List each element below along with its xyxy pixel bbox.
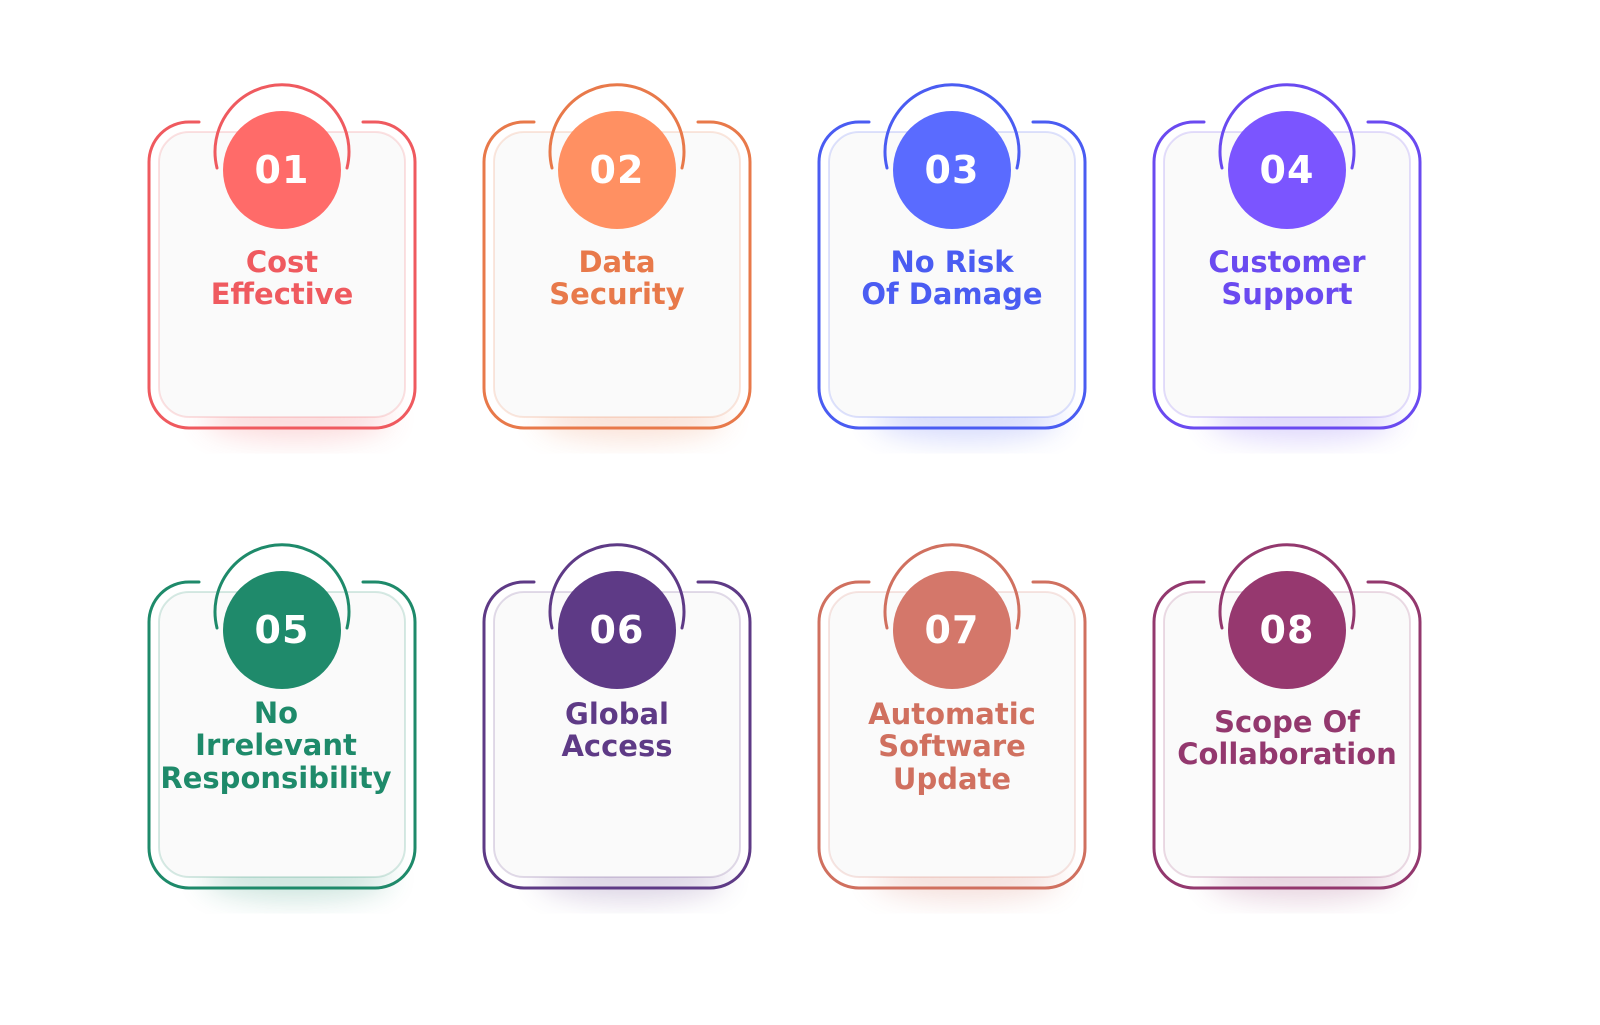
- card-number: 01: [254, 148, 310, 192]
- card-number: 02: [589, 148, 645, 192]
- card-outer-frame: [482, 580, 752, 890]
- number-ring-arc: [1218, 83, 1356, 170]
- card-title: Scope Of Collaboration: [1177, 705, 1397, 772]
- feature-card-03: 03 No Risk Of Damage: [817, 56, 1087, 440]
- card-frame: [482, 83, 752, 440]
- card-frame: [817, 543, 1087, 900]
- card-frame: [1152, 83, 1422, 440]
- card-number: 06: [589, 608, 645, 652]
- number-circle: [558, 111, 676, 229]
- card-title: Data Security: [549, 245, 685, 312]
- card-title: Cost Effective: [210, 245, 354, 312]
- card-number: 08: [1259, 608, 1315, 652]
- number-ring-arc: [1218, 543, 1356, 630]
- card-frame: [482, 543, 752, 900]
- feature-card-05: 05 No Irrelevant Responsibility: [147, 516, 417, 900]
- feature-card-04: 04 Customer Support: [1152, 56, 1422, 440]
- number-circle: [223, 111, 341, 229]
- number-ring-arc: [883, 83, 1021, 170]
- feature-card-02: 02 Data Security: [482, 56, 752, 440]
- card-title: Customer Support: [1208, 245, 1366, 312]
- number-ring-arc: [883, 543, 1021, 630]
- card-title: Automatic Software Update: [868, 697, 1036, 796]
- feature-card-06: 06 Global Access: [482, 516, 752, 900]
- card-outer-frame: [1152, 120, 1422, 430]
- number-circle: [1228, 111, 1346, 229]
- card-number: 04: [1259, 148, 1315, 192]
- card-outer-frame: [147, 120, 417, 430]
- number-circle: [558, 571, 676, 689]
- card-frame: [817, 83, 1087, 440]
- card-outer-frame: [482, 120, 752, 430]
- feature-card-08: 08 Scope Of Collaboration: [1152, 516, 1422, 900]
- number-ring-arc: [548, 543, 686, 630]
- card-title: No Risk Of Damage: [861, 245, 1043, 312]
- feature-card-07: 07 Automatic Software Update: [817, 516, 1087, 900]
- card-outer-frame: [817, 580, 1087, 890]
- number-circle: [893, 111, 1011, 229]
- number-circle: [893, 571, 1011, 689]
- number-ring-arc: [213, 83, 351, 170]
- card-frame: [1152, 543, 1422, 900]
- card-frame: [147, 543, 417, 900]
- card-outer-frame: [1152, 580, 1422, 890]
- number-circle: [1228, 571, 1346, 689]
- card-title: Global Access: [561, 697, 673, 764]
- number-circle: [223, 571, 341, 689]
- card-title: No Irrelevant Responsibility: [160, 696, 392, 795]
- card-outer-frame: [817, 120, 1087, 430]
- card-number: 05: [254, 608, 310, 652]
- card-outer-frame: [147, 580, 417, 890]
- card-frame: [147, 83, 417, 440]
- card-number: 07: [924, 608, 980, 652]
- number-ring-arc: [213, 543, 351, 630]
- card-number: 03: [924, 148, 980, 192]
- feature-card-01: 01 Cost Effective: [147, 56, 417, 440]
- number-ring-arc: [548, 83, 686, 170]
